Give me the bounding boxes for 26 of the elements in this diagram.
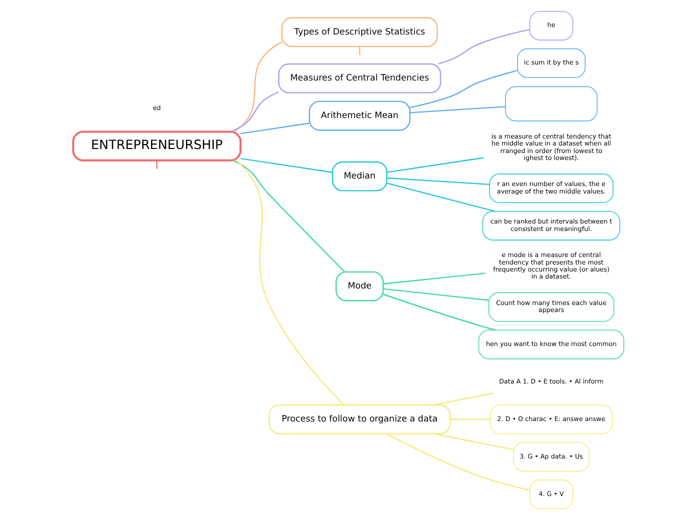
connector — [383, 288, 489, 301]
connector — [450, 418, 490, 420]
connector — [383, 272, 486, 284]
node-box: Arithemetic Mean — [308, 100, 410, 131]
node-box: Mode — [336, 271, 384, 302]
connector — [386, 177, 490, 186]
node-box: Median — [332, 161, 388, 192]
connector — [433, 433, 514, 450]
connector — [438, 29, 530, 64]
node-box: Process to follow to organize a data — [268, 404, 451, 434]
connector — [230, 91, 279, 132]
connector — [240, 158, 333, 173]
connector — [410, 106, 506, 114]
connector — [240, 122, 310, 134]
connector — [232, 160, 345, 272]
connector — [386, 157, 484, 173]
node-box — [505, 86, 598, 122]
connector — [234, 42, 282, 132]
connector — [236, 160, 344, 406]
connector — [386, 433, 530, 491]
node-box: ENTREPRENEURSHIP — [72, 130, 242, 162]
connector — [410, 70, 518, 108]
node-box: Types of Descriptive Statistics — [281, 17, 438, 48]
connector — [359, 46, 360, 55]
node-box: Measures of Central Tendencies — [278, 63, 442, 94]
connector — [433, 392, 494, 406]
